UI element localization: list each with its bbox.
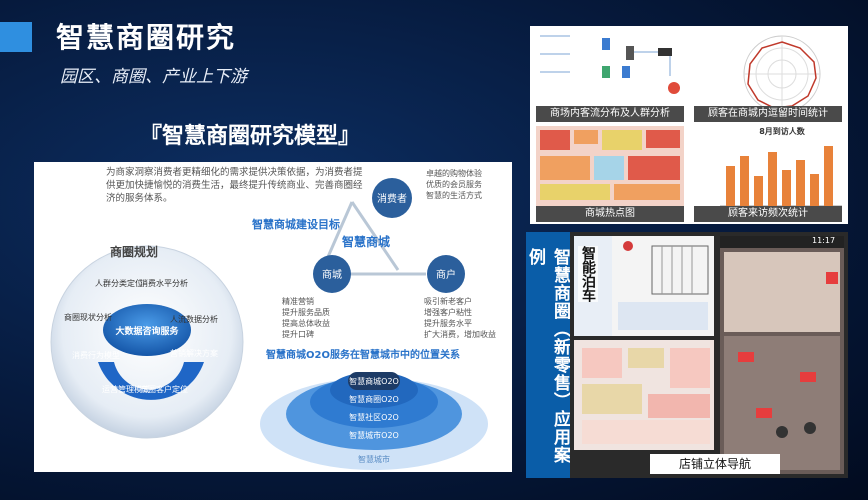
ring-item: 人流数据分析: [170, 314, 218, 324]
page-subtitle: 园区、商圈、产业上下游: [60, 67, 247, 87]
center-service-disc: [103, 304, 191, 356]
o2o-layer-label: 智慧城市: [358, 454, 390, 464]
planning-title: 商圈规划: [110, 244, 158, 259]
ring-item: 运营管理模式: [102, 384, 150, 394]
pin-icon: [623, 241, 633, 251]
caption-heatmap: 商城热点图: [536, 206, 684, 222]
model-diagram: 商圈规划 大数据咨询服务 人群分类定位 消费水平分析 人流数据分析 营销解决方案…: [50, 168, 496, 470]
consumer-node-label: 消费者: [377, 192, 407, 205]
o2o-layer-mall: [348, 372, 400, 390]
hub-label: 智慧商城: [341, 234, 390, 249]
merchant-point: 吸引新老客户: [424, 296, 472, 306]
ring-item: 消费水平分析: [140, 278, 188, 288]
mall-point: 精准营销: [282, 296, 314, 306]
o2o-title: 智慧商城O2O服务在智慧城市中的位置关系: [266, 348, 460, 361]
ring-item: 营销解决方案: [170, 348, 218, 358]
goal-title: 智慧商城建设目标: [252, 217, 340, 231]
o2o-layer-label: 智慧商圈O2O: [349, 394, 399, 404]
o2o-layer-label: 智慧商城O2O: [349, 376, 399, 386]
visit-frequency-chart: 8月到访人数: [720, 126, 842, 207]
research-model-panel: 为商家洞察消费者更精细化的需求提供决策依据，为消费者提供更加快捷愉悦的消费生活，…: [34, 162, 512, 472]
ring-item: 商圈现状分析: [64, 312, 112, 322]
merchant-point: 提升服务水平: [424, 318, 472, 328]
intro-text: 为商家洞察消费者更精细化的需求提供决策依据，为消费者提供更加快捷愉悦的消费生活，…: [106, 167, 363, 204]
model-title: 『智慧商圈研究模型』: [140, 124, 361, 149]
caption-flow: 商场内客流分布及人群分析: [536, 106, 684, 122]
merchant-point: 增强客户粘性: [424, 307, 472, 317]
merchant-point: 扩大消费，增加收益: [424, 329, 496, 339]
consumer-point: 卓越的购物体验: [426, 168, 482, 178]
edge: [350, 201, 400, 271]
merchant-node: [427, 255, 465, 293]
case-study-images: 智能泊车 11:17 店铺立体导航: [570, 232, 848, 478]
o2o-layer-label: 智慧城市O2O: [349, 430, 399, 440]
caption-frequency: 顾客来访频次统计: [694, 206, 842, 222]
page-title: 智慧商圈研究: [56, 21, 237, 54]
case-study-title: 智慧商圈（新零售）应用案例: [525, 248, 570, 464]
analytics-panel: 8月到访人数 商场内客流分布及人群分析 顾客在商城内逗留时间统计 商城热点图 顾…: [530, 26, 848, 224]
mall-point: 提高总体收益: [282, 318, 330, 328]
ring-item: 商圈客户定位: [140, 384, 188, 394]
analytics-graphics: 8月到访人数: [536, 35, 842, 207]
nav-label: 店铺立体导航: [650, 454, 780, 474]
ring-item: 消费行为模型: [72, 350, 120, 360]
consumer-point: 优质的会员服务: [426, 179, 482, 189]
case-study-graphics: [574, 236, 844, 474]
mall-node: [313, 255, 351, 293]
title-accent-bar: [0, 22, 32, 52]
mall-node-label: 商城: [322, 268, 342, 281]
ring-item: 人群分类定位: [95, 278, 143, 288]
bar-chart-title: 8月到访人数: [759, 126, 806, 136]
flow-diagram: [540, 35, 680, 94]
o2o-layer-label: 智慧社区O2O: [349, 412, 399, 422]
caption-dwell: 顾客在商城内逗留时间统计: [694, 106, 842, 122]
case-study-title-column: 智慧商圈（新零售）应用案例: [525, 232, 570, 478]
parking-label: 智能泊车: [578, 246, 598, 302]
case-study-panel: 智慧商圈（新零售）应用案例: [525, 232, 848, 478]
consumer-point: 智慧的生活方式: [426, 190, 482, 200]
mall-point: 提升口碑: [282, 329, 314, 339]
merchant-node-label: 商户: [436, 268, 456, 281]
polar-chart: [743, 35, 821, 113]
center-service-label: 大数据咨询服务: [115, 325, 179, 337]
consumer-node: [372, 178, 412, 218]
phone-status-time: 11:17: [812, 236, 836, 245]
ring-segments: [98, 362, 204, 400]
mall-point: 提升服务品质: [282, 307, 330, 317]
heat-map: [536, 126, 684, 206]
